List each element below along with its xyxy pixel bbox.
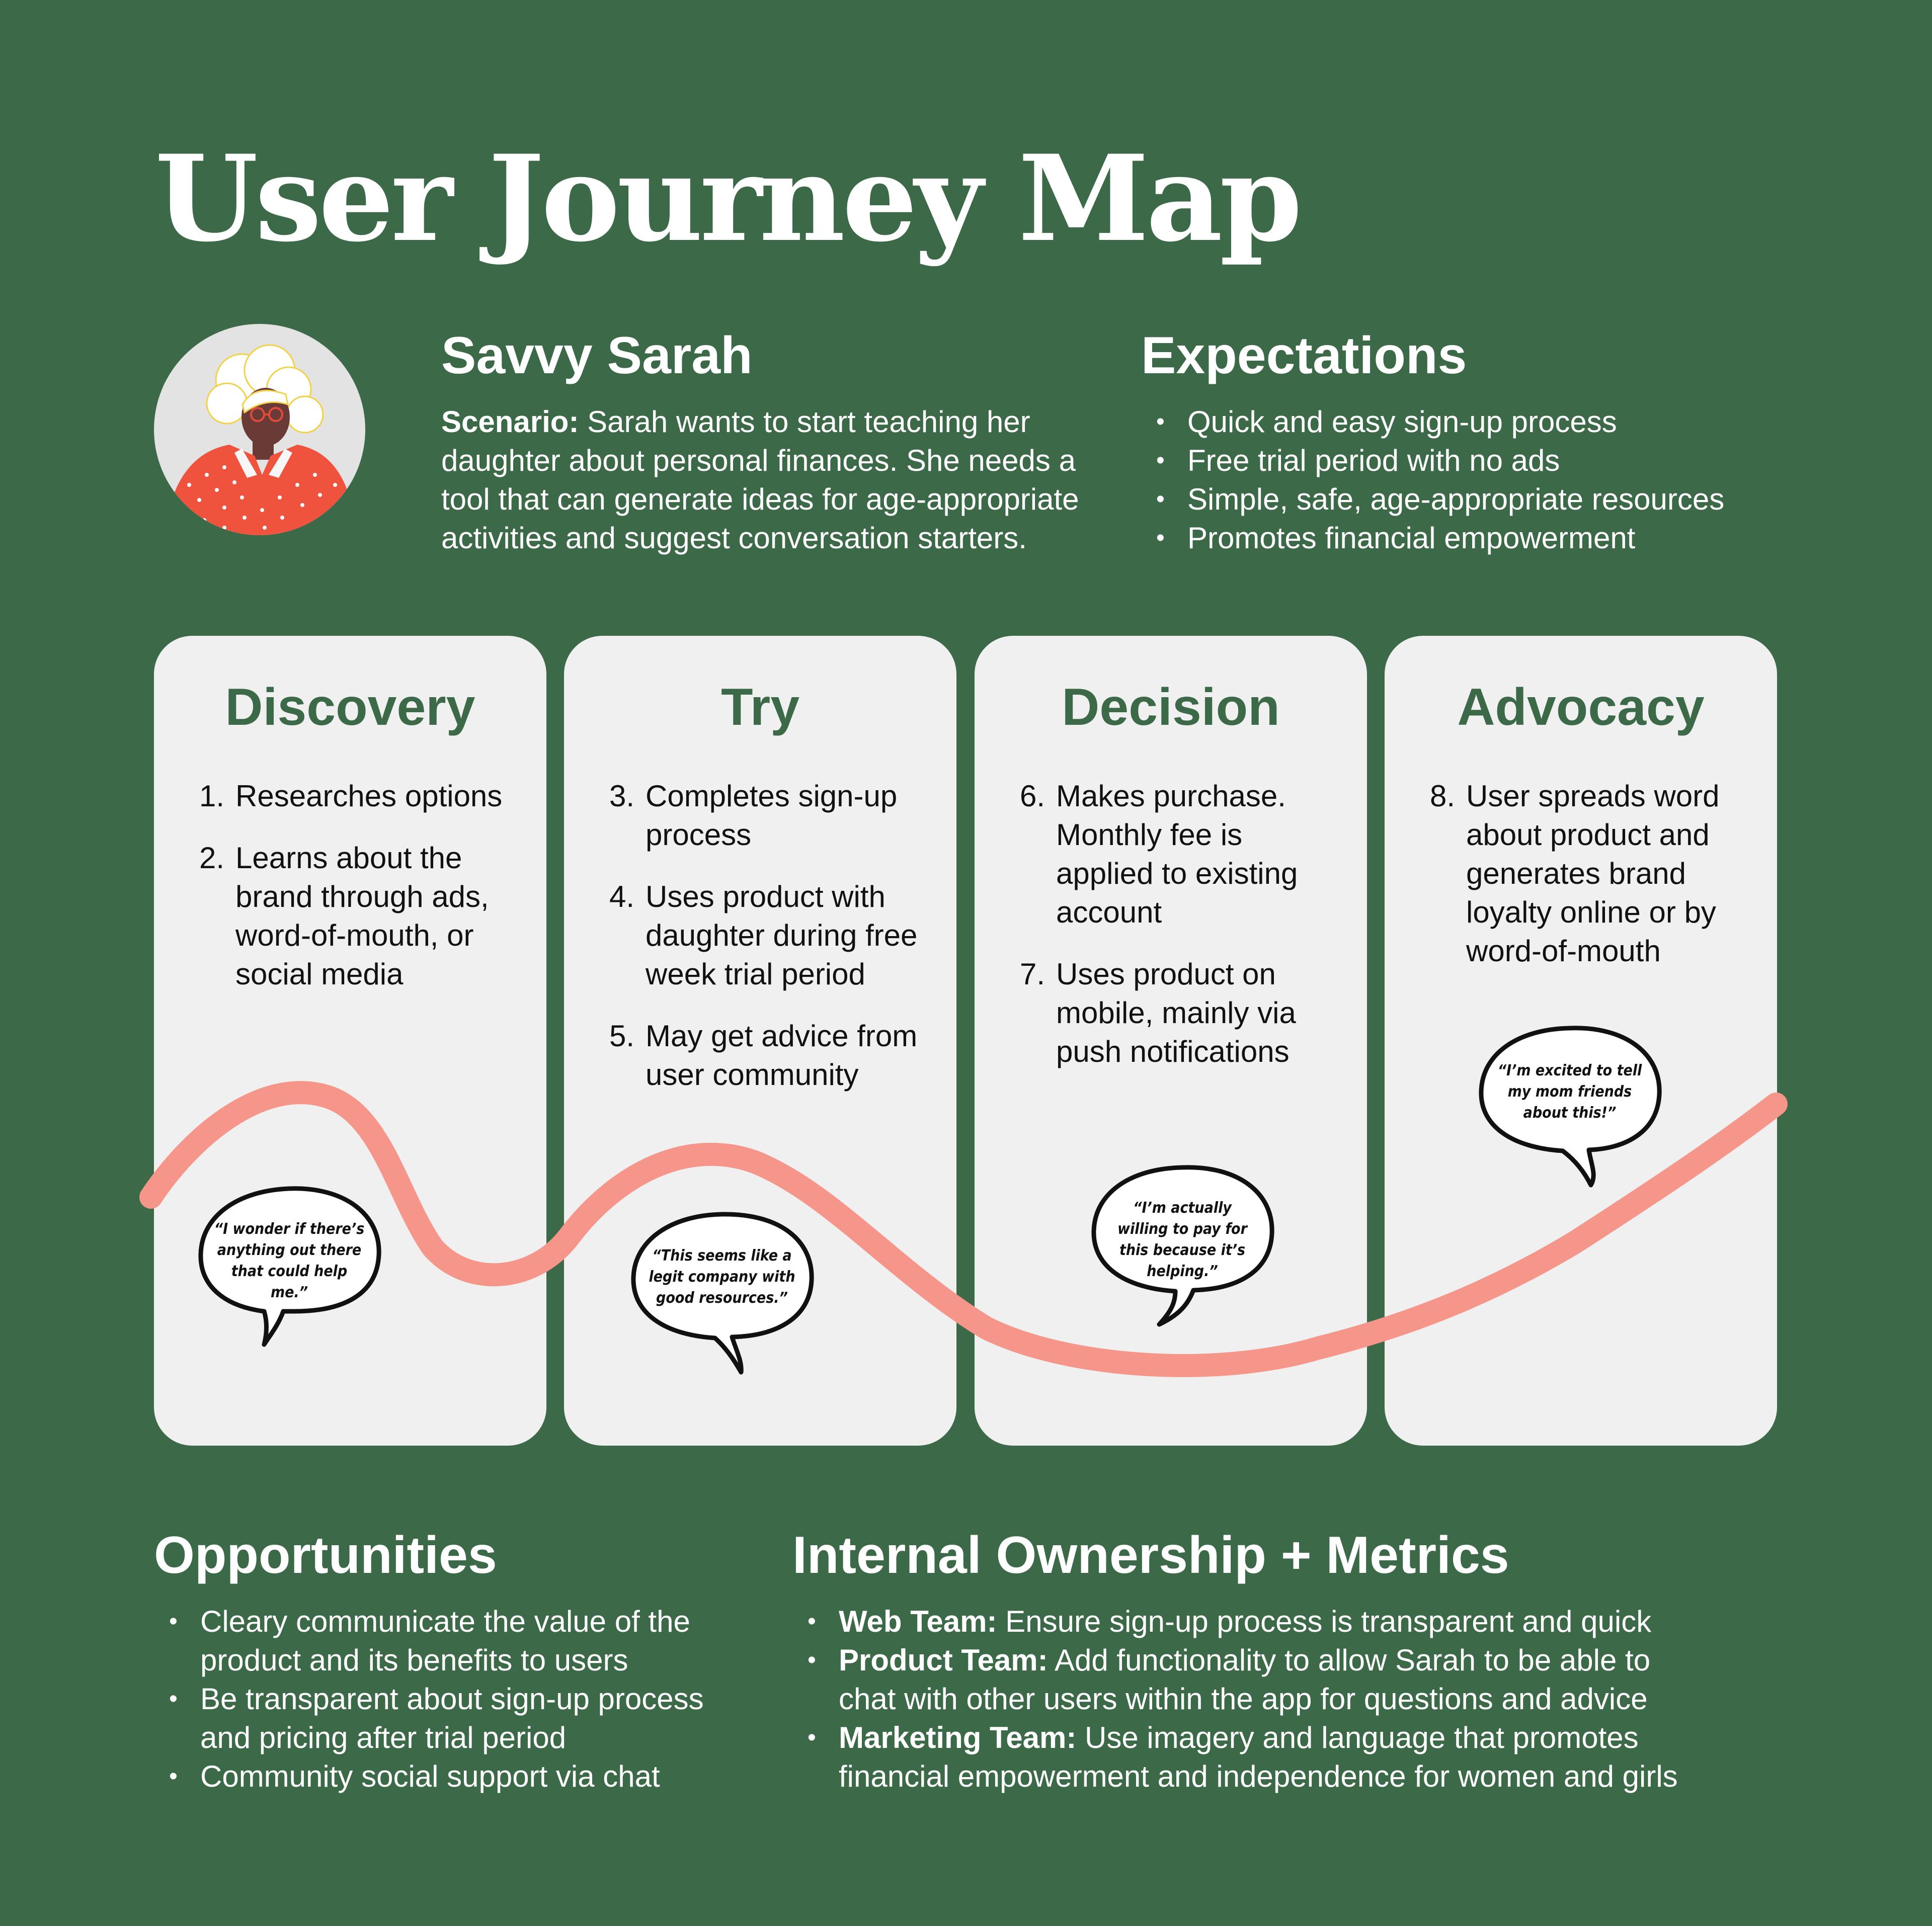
- team-task: Use imagery and language that promotes f…: [839, 1721, 1678, 1793]
- opportunity-item: Be transparent about sign-up process and…: [154, 1680, 748, 1757]
- stage-step: 3. Completes sign-up process: [609, 777, 931, 854]
- scenario-label: Scenario:: [441, 405, 579, 439]
- expectations-heading: Expectations: [1141, 326, 1467, 385]
- persona-name: Savvy Sarah: [441, 326, 753, 385]
- opportunities-list: Cleary communicate the value of the prod…: [154, 1602, 748, 1796]
- quote-text: “I’m excited to tell my mom friends abou…: [1497, 1062, 1642, 1122]
- step-number: 1.: [199, 779, 225, 813]
- step-number: 8.: [1430, 779, 1456, 813]
- step-text: May get advice from user community: [646, 1019, 918, 1092]
- team-task: Add functionality to allow Sarah to be a…: [839, 1643, 1651, 1716]
- speech-bubble-icon: [1479, 1026, 1662, 1188]
- expectation-item: Free trial period with no ads: [1141, 441, 1871, 480]
- stage-step: 6. Makes purchase. Monthly fee is applied…: [1020, 777, 1342, 932]
- team-task: Ensure sign-up process is transparent an…: [997, 1605, 1652, 1638]
- stage-title: Decision: [1062, 678, 1280, 736]
- stage-step: 5. May get advice from user community: [609, 1017, 931, 1094]
- speech-bubble-icon: [1091, 1165, 1274, 1327]
- quote-bubble-discovery: “I wonder if there’s anything out there …: [194, 1180, 385, 1351]
- step-number: 6.: [1020, 779, 1045, 813]
- team-name: Marketing Team:: [839, 1721, 1077, 1754]
- quote-bubble-try: “This seems like a legit company with go…: [626, 1207, 818, 1378]
- stage-step: 4. Uses product with daughter during free…: [609, 877, 931, 993]
- speech-bubble-icon: [198, 1186, 381, 1347]
- step-text: Uses product with daughter during free w…: [646, 880, 918, 991]
- page-title: User Journey Map: [155, 129, 1302, 268]
- opportunity-item: Cleary communicate the value of the prod…: [154, 1602, 748, 1680]
- stage-steps: 8. User spreads word about product and ge…: [1430, 777, 1752, 993]
- stage-step: 2. Learns about the brand through ads, wo…: [199, 839, 521, 993]
- expectation-item: Quick and easy sign-up process: [1141, 402, 1871, 441]
- scenario-text: Sarah wants to start teaching her daught…: [441, 405, 1079, 555]
- ownership-item: Web Team: Ensure sign-up process is tran…: [792, 1602, 1703, 1641]
- stage-steps: 6. Makes purchase. Monthly fee is applied…: [1020, 777, 1342, 1094]
- expectation-item: Simple, safe, age-appropriate resources: [1141, 480, 1871, 519]
- opportunities-heading: Opportunities: [154, 1526, 497, 1584]
- ownership-list: Web Team: Ensure sign-up process is tran…: [792, 1602, 1703, 1796]
- opportunity-item: Community social support via chat: [154, 1757, 748, 1796]
- quote-bubble-advocacy: “I’m excited to tell my mom friends abou…: [1474, 1021, 1665, 1192]
- step-number: 2.: [199, 841, 225, 875]
- expectations-list: Quick and easy sign-up process Free tria…: [1141, 402, 1871, 557]
- team-name: Web Team:: [839, 1605, 997, 1638]
- stage-steps: 3. Completes sign-up process 4. Uses produ…: [609, 777, 931, 1117]
- ownership-item: Product Team: Add functionality to allow…: [792, 1641, 1703, 1718]
- team-name: Product Team:: [839, 1643, 1048, 1677]
- step-number: 5.: [609, 1019, 635, 1053]
- quote-bubble-decision: “I’m actually willing to pay for this be…: [1087, 1159, 1278, 1330]
- stage-step: 7. Uses product on mobile, mainly via pus…: [1020, 955, 1342, 1071]
- step-text: Researches options: [235, 779, 503, 813]
- quote-text: “I’m actually willing to pay for this be…: [1117, 1199, 1247, 1280]
- speech-bubble-icon: [631, 1212, 814, 1375]
- ownership-item: Marketing Team: Use imagery and language…: [792, 1718, 1703, 1796]
- persona-avatar: [154, 324, 365, 535]
- quote-text: “I wonder if there’s anything out there …: [214, 1220, 365, 1301]
- expectation-item: Promotes financial empowerment: [1141, 519, 1871, 557]
- step-number: 3.: [609, 779, 635, 813]
- quote-text: “This seems like a legit company with go…: [649, 1247, 795, 1307]
- persona-scenario: Scenario: Sarah wants to start teaching …: [441, 402, 1095, 557]
- step-text: Uses product on mobile, mainly via push …: [1056, 957, 1296, 1068]
- step-text: Learns about the brand through ads, word…: [235, 841, 489, 991]
- persona-illustration: [164, 344, 356, 535]
- stage-steps: 1. Researches options 2. Learns about the …: [199, 777, 521, 1017]
- stage-step: 8. User spreads word about product and ge…: [1430, 777, 1752, 970]
- step-number: 4.: [609, 880, 635, 913]
- step-text: Makes purchase. Monthly fee is applied t…: [1056, 779, 1298, 929]
- step-text: User spreads word about product and gene…: [1466, 779, 1720, 968]
- stage-title: Try: [720, 678, 800, 736]
- step-text: Completes sign-up process: [646, 779, 898, 852]
- stage-title: Advocacy: [1457, 678, 1705, 736]
- stage-title: Discovery: [225, 678, 475, 736]
- ownership-heading: Internal Ownership + Metrics: [792, 1526, 1509, 1584]
- step-number: 7.: [1020, 957, 1045, 991]
- stage-step: 1. Researches options: [199, 777, 521, 815]
